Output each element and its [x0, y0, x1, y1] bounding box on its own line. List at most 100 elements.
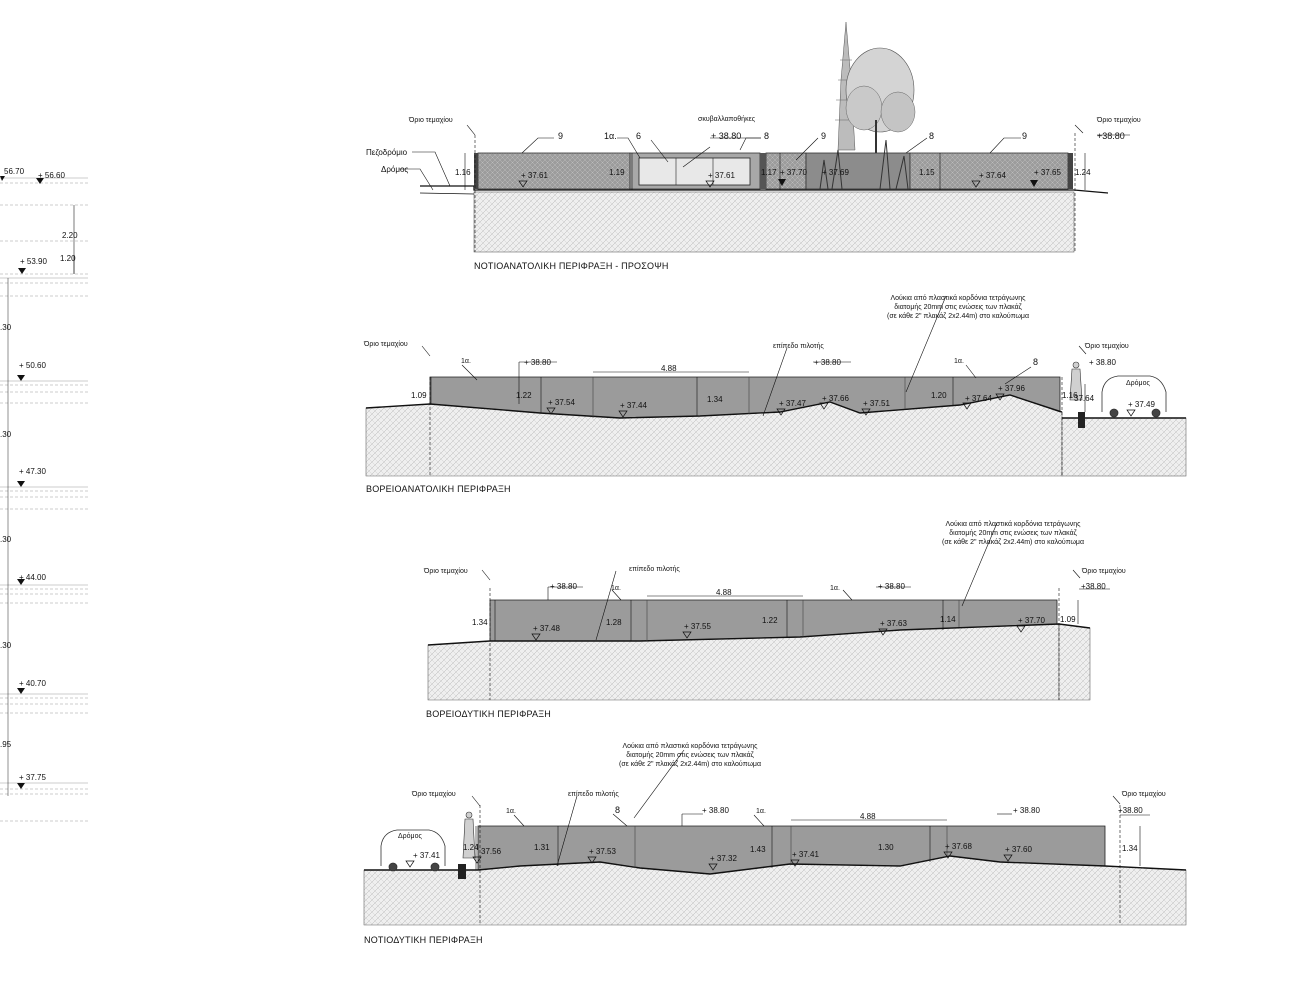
left-dim-label: .95 — [0, 740, 12, 749]
ground-level-label: + 37.44 — [620, 401, 647, 410]
span-label: 4.88 — [661, 364, 677, 373]
section-title: ΝΟΤΙΟΔΥΤΙΚΗ ΠΕΡΙΦΡΑΞΗ — [364, 935, 483, 945]
ground-level-label: + 37.55 — [684, 622, 711, 631]
boundary-label: Όριο τεμαχίου — [1121, 790, 1166, 798]
top-level-label: + 38.80 — [550, 582, 577, 591]
top-level-label: + 38.80 — [702, 806, 729, 815]
top-level-label: + 38.80 — [814, 358, 841, 367]
tag-label: 1α. — [756, 808, 766, 815]
ground-level-label: + 37.70 — [1018, 616, 1045, 625]
boundary-label: Όριο τεμαχίου — [1096, 116, 1141, 124]
height-label: 1.16 — [1062, 391, 1078, 400]
road-label: Δρόμος — [381, 165, 408, 174]
ground-level-label: + 37.61 — [708, 171, 735, 180]
bollard — [1078, 412, 1085, 428]
ground-level-label: + 37.69 — [822, 168, 849, 177]
span-label: 4.88 — [716, 588, 732, 597]
top-level-label: +38.80 — [1118, 806, 1143, 815]
tag-label: 1α. — [461, 358, 471, 365]
left-level-label: + 47.30 — [19, 467, 46, 476]
left-level-label: + 44.00 — [19, 573, 46, 582]
height-label: 1.09 — [1060, 615, 1076, 624]
ground-level-label: + 37.66 — [822, 394, 849, 403]
height-label: 1.22 — [516, 391, 532, 400]
height-label: 1.43 — [750, 845, 766, 854]
height-label: 1.15 — [919, 168, 935, 177]
tag-label: 9 — [1022, 131, 1027, 141]
left-level-label: + 50.60 — [19, 361, 46, 370]
span-label: 4.88 — [860, 812, 876, 821]
bins-label: σκυβαλλαποθήκες — [698, 116, 756, 123]
bollard — [458, 864, 466, 879]
height-label: 1.24 — [1075, 168, 1091, 177]
section-title: ΒΟΡΕΙΟΑΝΑΤΟΛΙΚΗ ΠΕΡΙΦΡΑΞΗ — [366, 484, 511, 494]
tag-label: 6 — [636, 131, 641, 141]
plot-level-label: επίπεδο πιλοτής — [568, 790, 619, 798]
ground-level-label: + 37.41 — [792, 850, 819, 859]
tag-label: 8 — [764, 131, 769, 141]
nw-elevation: Όριο τεμαχίου Όριο τεμαχίου Λούκια από π… — [423, 520, 1126, 719]
height-label: 1.34 — [1122, 844, 1138, 853]
left-dim-label: 2.20 — [62, 231, 78, 240]
height-label: 1.20 — [931, 391, 947, 400]
left-level-label: + 56.60 — [38, 171, 65, 180]
ground-level-label: + 37.49 — [1128, 400, 1155, 409]
se-elevation: Όριο τεμαχίου Όριο τεμαχίου Πεζοδρόμιο Δ… — [366, 21, 1141, 271]
left-level-labels: 56.70 + 56.60 + 53.90 + 50.60 + 47.30 + … — [0, 167, 78, 782]
ground-level-label: + 37.68 — [945, 842, 972, 851]
person-icon — [1069, 361, 1083, 401]
tag-label: 9 — [821, 131, 826, 141]
sw-level-markers — [405, 851, 1013, 871]
top-level-label: +38.80 — [1097, 131, 1125, 141]
ground-level-label: + 37.48 — [533, 624, 560, 633]
section-title: ΒΟΡΕΙΟΔΥΤΙΚΗ ΠΕΡΙΦΡΑΞΗ — [426, 709, 551, 719]
section-title: ΝΟΤΙΟΑΝΑΤΟΛΙΚΗ ΠΕΡΙΦΡΑΞΗ - ΠΡΟΣΟΨΗ — [474, 261, 669, 271]
left-level-label: 56.70 — [4, 167, 25, 176]
height-label: 1.14 — [940, 615, 956, 624]
boundary-label: Όριο τεμαχίου — [363, 340, 408, 348]
road-label: Δρόμος — [398, 832, 422, 840]
ground-level-label: + 37.54 — [548, 398, 575, 407]
ground-level-label: 37.64 — [1074, 394, 1095, 403]
height-label: 1.34 — [472, 618, 488, 627]
left-level-label: + 40.70 — [19, 679, 46, 688]
tag-label: 1α. — [604, 131, 617, 141]
ground-level-label: + 37.96 — [998, 384, 1025, 393]
road-label: Δρόμος — [1126, 379, 1150, 387]
left-level-markers — [0, 176, 44, 789]
ground-hatch — [473, 191, 1075, 253]
top-level-label: + 38.80 — [1089, 358, 1116, 367]
tag-label: 8 — [615, 805, 620, 815]
height-label: 1.31 — [534, 843, 550, 852]
left-dim-label: .30 — [0, 430, 12, 439]
ground-level-label: + 37.60 — [1005, 845, 1032, 854]
height-label: 1.22 — [762, 616, 778, 625]
left-level-column — [0, 177, 88, 822]
ground-level-label: + 37.61 — [521, 171, 548, 180]
tag-label: 1α. — [954, 358, 964, 365]
ground-level-label: + 37.70 — [780, 168, 807, 177]
tag-label: 9 — [558, 131, 563, 141]
sw-elevation: Όριο τεμαχίου Όριο τεμαχίου Λούκια από π… — [363, 742, 1187, 945]
boundary-label: Όριο τεμαχίου — [1081, 567, 1126, 575]
person-icon — [462, 811, 476, 859]
left-dim-label: .30 — [0, 323, 12, 332]
ground-level-label: 37.56 — [481, 847, 502, 856]
height-label: 1.30 — [878, 843, 894, 852]
left-dim-label: 1.20 — [60, 254, 76, 263]
boundary-label: Όριο τεμαχίου — [408, 116, 453, 124]
car-icon — [1101, 375, 1167, 418]
ground-level-label: + 37.47 — [779, 399, 806, 408]
height-label: 1.16 — [455, 168, 471, 177]
boundary-label: Όριο τεμαχίου — [423, 567, 468, 575]
left-level-label: + 53.90 — [20, 257, 47, 266]
height-label: 1.34 — [707, 395, 723, 404]
left-level-label: + 37.75 — [19, 773, 46, 782]
boundary-label: Όριο τεμαχίου — [411, 790, 456, 798]
top-level-label: + 38.80 — [524, 358, 551, 367]
height-label: 1.09 — [411, 391, 427, 400]
